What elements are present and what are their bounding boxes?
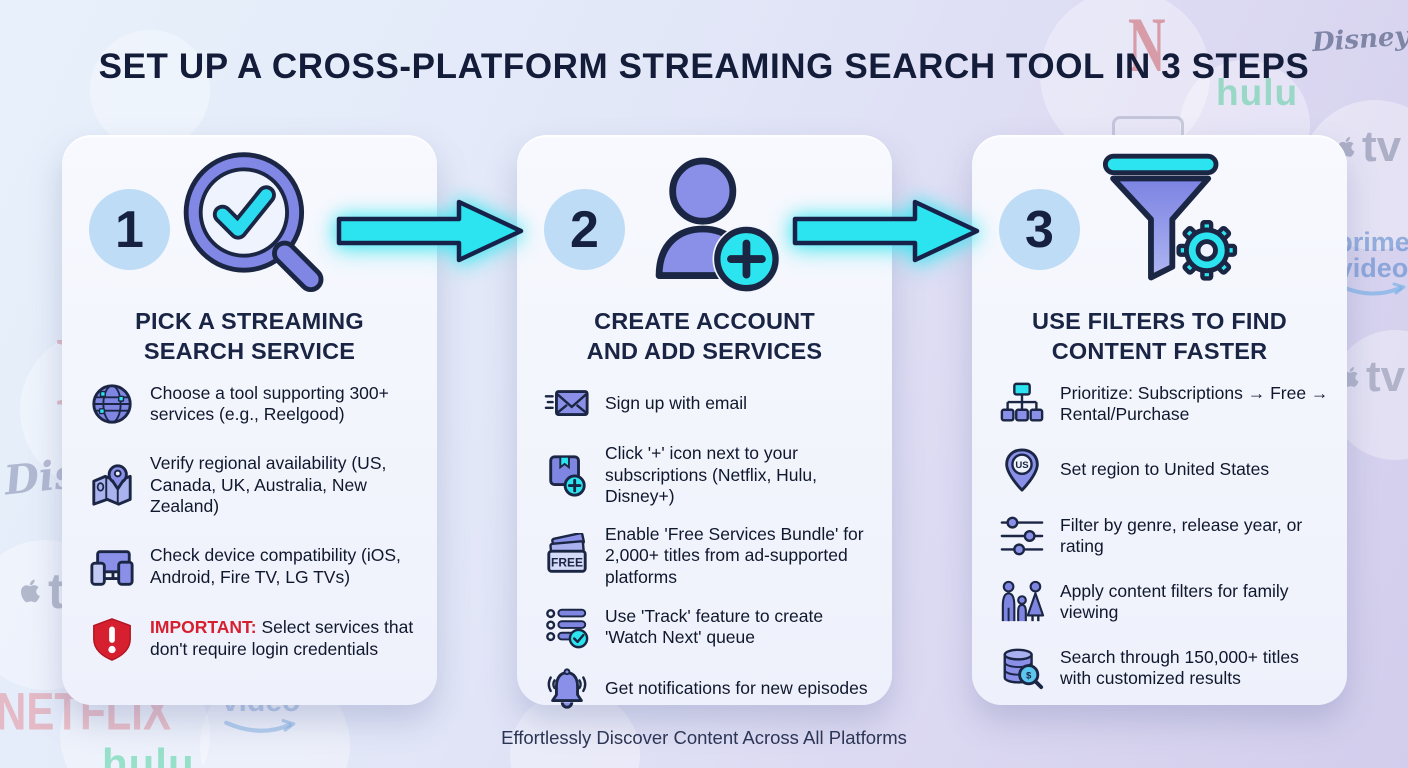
bullet-text: Search through 150,000+ titles with cust…	[1060, 646, 1299, 689]
bullet-text: Get notifications for new episodes	[605, 678, 868, 699]
globe-icon	[87, 381, 137, 427]
notification-bell-icon	[542, 666, 592, 712]
filter-gear-icon	[1084, 149, 1249, 307]
bullet-text: IMPORTANT: Select services that don't re…	[150, 617, 421, 660]
bg-circle	[1040, 0, 1210, 160]
email-icon	[542, 381, 592, 427]
bullet-item: Get notifications for new episodes	[542, 666, 876, 712]
add-subscription-icon	[542, 452, 592, 498]
bullet-item: Prioritize: Subscriptions → Free → Renta…	[997, 381, 1331, 427]
footer-tagline: Effortlessly Discover Content Across All…	[501, 727, 907, 748]
bullet-item: Check device compatibility (iOS, Android…	[87, 544, 421, 590]
bullet-text: Apply content filters for family viewing	[1060, 580, 1289, 623]
bullet-item: FREE Enable 'Free Services Bundle' for 2,…	[542, 524, 876, 589]
hierarchy-icon	[997, 381, 1047, 427]
step-number-badge: 1	[89, 189, 170, 270]
map-pin-icon	[87, 462, 137, 508]
bullet-text-body: Select services that don't require login…	[150, 617, 414, 659]
step-number-badge: 3	[999, 189, 1080, 270]
bullet-text: Sign up with email	[605, 393, 748, 414]
bullet-item: Choose a tool supporting 300+ services (…	[87, 381, 421, 427]
bullet-list: Choose a tool supporting 300+ services (…	[87, 381, 421, 662]
card-title-line: CONTENT FASTER	[1051, 338, 1268, 365]
apple-logo-icon	[20, 579, 40, 603]
card-title-line: SEARCH SERVICE	[143, 338, 356, 365]
step-number-badge: 2	[544, 189, 625, 270]
bullet-text: Choose a tool supporting 300+ services (…	[150, 382, 389, 425]
page-title: SET UP A CROSS-PLATFORM STREAMING SEARCH…	[98, 47, 1310, 86]
svg-text:US: US	[1015, 460, 1029, 471]
step-card-1: 1 PICK A STREAMING SEARCH SERVICE Choose …	[62, 135, 437, 705]
bullet-item: Apply content filters for family viewing	[997, 579, 1331, 625]
bullet-text: Set region to United States	[1060, 459, 1270, 480]
apple-tv-logo: tv	[1334, 352, 1405, 402]
family-icon	[997, 579, 1047, 625]
bullet-text: Enable 'Free Services Bundle' for 2,000+…	[605, 523, 864, 587]
bullet-item: Sign up with email	[542, 381, 876, 427]
important-label: IMPORTANT:	[150, 617, 257, 637]
bullet-text: Use 'Track' feature to create 'Watch Nex…	[605, 605, 824, 648]
card-title-line: CREATE ACCOUNT	[594, 308, 815, 334]
bullet-text: Verify regional availability (US, Canada…	[150, 453, 387, 516]
bullet-item: $ Search through 150,000+ titles with cus…	[997, 645, 1331, 691]
search-check-icon	[174, 149, 339, 307]
bullet-text: Filter by genre, release year, or rating	[1060, 514, 1303, 557]
bullet-item: US Set region to United States	[997, 447, 1331, 493]
bullet-text: Check device compatibility (iOS, Android…	[150, 545, 401, 587]
apple-tv-logo: tv	[1330, 122, 1401, 172]
alert-shield-icon	[87, 616, 137, 662]
devices-icon	[87, 544, 137, 590]
card-title: PICK A STREAMING SEARCH SERVICE	[62, 306, 437, 366]
bullet-item: Verify regional availability (US, Canada…	[87, 453, 421, 518]
netflix-n-logo: N	[1128, 3, 1166, 90]
card-title-line: AND ADD SERVICES	[586, 338, 823, 365]
add-user-icon	[629, 149, 794, 307]
card-title-line: PICK A STREAMING	[135, 308, 364, 334]
svg-text:$: $	[1026, 671, 1032, 682]
bullet-item: Click '+' icon next to your subscription…	[542, 443, 876, 508]
bg-circle	[90, 30, 210, 150]
arrow-right-icon	[788, 196, 984, 271]
svg-text:FREE: FREE	[551, 555, 583, 569]
track-list-icon	[542, 604, 592, 650]
card-title-line: USE FILTERS TO FIND	[1032, 308, 1287, 334]
bullet-text: Prioritize: Subscriptions → Free → Renta…	[1060, 382, 1329, 425]
card-title: USE FILTERS TO FIND CONTENT FASTER	[972, 306, 1347, 366]
bullet-item: Filter by genre, release year, or rating	[997, 513, 1331, 559]
bullet-list: Prioritize: Subscriptions → Free → Renta…	[997, 381, 1331, 691]
amazon-smile-icon	[224, 718, 296, 733]
hulu-logo: hulu	[1216, 72, 1299, 113]
step-card-3: 3 USE FILTERS TO FIND CONTENT FASTER Prio…	[972, 135, 1347, 705]
search-database-icon: $	[997, 645, 1047, 691]
card-title: CREATE ACCOUNT AND ADD SERVICES	[517, 306, 892, 366]
arrow-right-icon	[332, 196, 528, 271]
bullet-text: Click '+' icon next to your subscription…	[605, 443, 818, 506]
us-region-pin-icon: US	[997, 447, 1047, 493]
bullet-item: IMPORTANT: Select services that don't re…	[87, 616, 421, 662]
hulu-logo: hulu	[102, 740, 195, 768]
bullet-item: Use 'Track' feature to create 'Watch Nex…	[542, 604, 876, 650]
sliders-icon	[997, 513, 1047, 559]
free-bundle-icon: FREE	[542, 532, 592, 579]
